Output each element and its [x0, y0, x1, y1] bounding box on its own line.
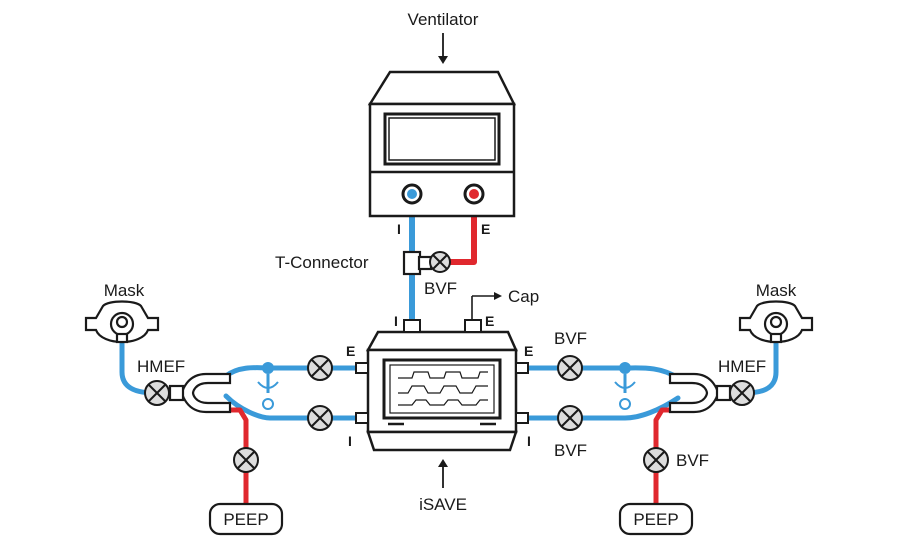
- t-connector-icon: [402, 250, 433, 276]
- isave-label: iSAVE: [419, 495, 467, 514]
- right-lower-line: [515, 395, 681, 421]
- arrow-up-icon: [438, 459, 448, 488]
- ventilator-expiratory-port-label: E: [481, 221, 490, 237]
- left-upper-line: [223, 365, 365, 379]
- isave-left-expiratory-label: E: [346, 343, 355, 359]
- bvf-right-upper-label: BVF: [554, 329, 587, 348]
- left-flow-sensor: [257, 362, 279, 410]
- bvf-right-lower-label: BVF: [554, 441, 587, 460]
- isave-top-expiratory-label: E: [485, 313, 494, 329]
- ventilator-device: [367, 70, 517, 218]
- t-connector-label: T-Connector: [275, 253, 369, 272]
- cap-arrow: [471, 292, 502, 320]
- right-y-piece: [668, 372, 732, 414]
- right-upper-line: [515, 365, 681, 381]
- isave-right-expiratory-label: E: [524, 343, 533, 359]
- isave-device: [355, 319, 529, 452]
- left-y-piece: [168, 372, 232, 414]
- peep-right-label: PEEP: [633, 510, 678, 529]
- valve-icon: [429, 251, 451, 273]
- valve-icon: [557, 405, 583, 431]
- peep-left-label: PEEP: [223, 510, 268, 529]
- mask-right-label: Mask: [756, 281, 797, 300]
- valve-icon: [729, 380, 755, 406]
- valve-icon: [557, 355, 583, 381]
- ventilator-inspiratory-port-label: I: [397, 221, 401, 237]
- left-lower-line: [223, 393, 365, 421]
- mask-icon: [84, 300, 160, 344]
- valve-icon: [144, 380, 170, 406]
- mask-left-label: Mask: [104, 281, 145, 300]
- hmef-left-label: HMEF: [137, 357, 185, 376]
- valve-icon: [307, 355, 333, 381]
- cap-label: Cap: [508, 287, 539, 306]
- valve-icon: [643, 447, 669, 473]
- isave-waveform: [398, 371, 488, 406]
- peep-left-box: PEEP: [208, 502, 284, 536]
- isave-left-inspiratory-label: I: [348, 433, 352, 449]
- arrow-down-icon: [438, 33, 448, 64]
- peep-right-box: PEEP: [618, 502, 694, 536]
- bvf-top-label: BVF: [424, 279, 457, 298]
- hmef-right-label: HMEF: [718, 357, 766, 376]
- ventilator-label: Ventilator: [408, 10, 479, 29]
- mask-icon: [738, 300, 814, 344]
- isave-right-inspiratory-label: I: [527, 433, 531, 449]
- bvf-right-peep-label: BVF: [676, 451, 709, 470]
- valve-icon: [233, 447, 259, 473]
- isave-top-inspiratory-label: I: [394, 313, 398, 329]
- right-flow-sensor: [614, 362, 636, 410]
- valve-icon: [307, 405, 333, 431]
